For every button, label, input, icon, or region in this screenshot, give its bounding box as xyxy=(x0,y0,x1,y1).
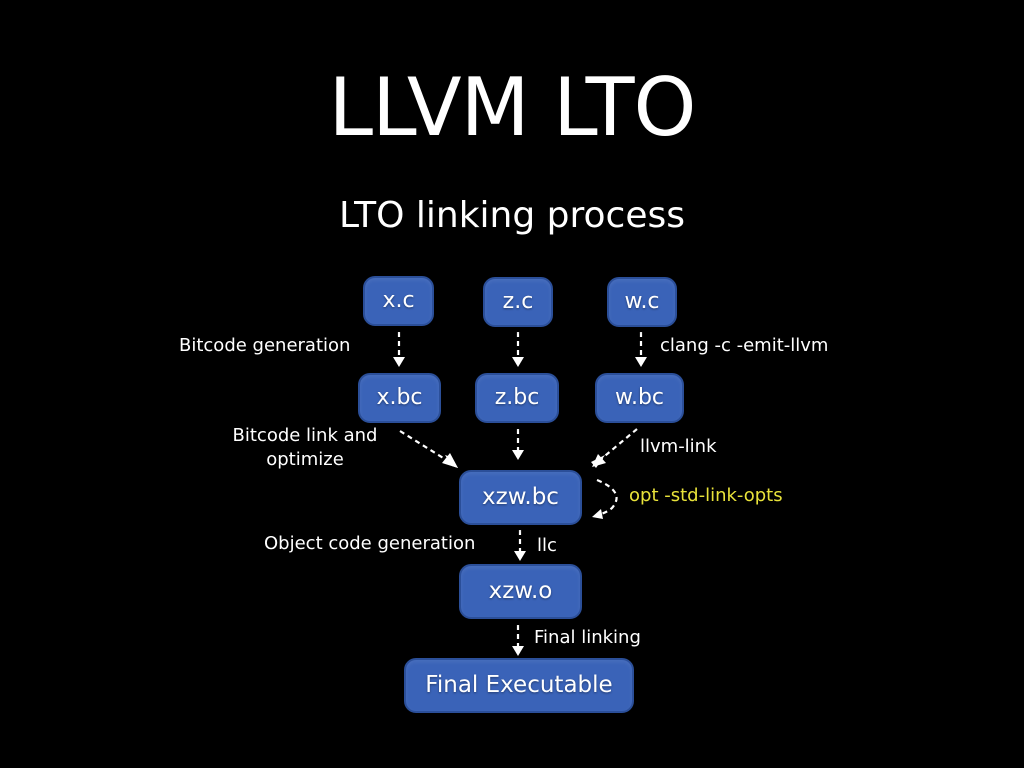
arrow-xzwbc-to-xzwo xyxy=(514,530,526,561)
slide-subtitle: LTO linking process xyxy=(339,195,685,236)
node-w-c: w.c xyxy=(607,277,677,327)
node-xzw-o: xzw.o xyxy=(459,564,582,619)
slide-title: LLVM LTO xyxy=(328,61,697,154)
arrow-xzwo-to-final xyxy=(512,625,524,656)
label-final-linking: Final linking xyxy=(534,627,641,648)
node-xzw-bc: xzw.bc xyxy=(459,470,582,525)
arrow-wc-to-wbc xyxy=(635,332,647,367)
arrow-zbc-to-xzwbc xyxy=(512,429,524,460)
node-z-c: z.c xyxy=(483,277,553,327)
arrow-wbc-to-xzwbc xyxy=(591,428,638,468)
arrow-xc-to-xbc xyxy=(393,332,405,367)
label-bitcode-link-optimize: Bitcode link and optimize xyxy=(222,424,388,473)
label-object-code-generation: Object code generation xyxy=(264,533,476,554)
arrow-opt-self-loop xyxy=(592,478,618,519)
node-x-bc: x.bc xyxy=(358,373,441,423)
label-llvm-link: llvm-link xyxy=(640,436,717,457)
node-x-c: x.c xyxy=(363,276,434,326)
label-bitcode-link-line2: optimize xyxy=(266,449,344,471)
node-z-bc: z.bc xyxy=(475,373,559,423)
arrow-zc-to-zbc xyxy=(512,332,524,367)
node-w-bc: w.bc xyxy=(595,373,684,423)
label-llc: llc xyxy=(537,535,557,556)
label-clang-command: clang -c -emit-llvm xyxy=(660,335,829,356)
label-bitcode-link-line1: Bitcode link and xyxy=(232,425,378,446)
node-final-executable: Final Executable xyxy=(404,658,634,713)
arrow-xbc-to-xzwbc xyxy=(399,430,458,468)
label-bitcode-generation: Bitcode generation xyxy=(179,335,351,356)
label-opt-command: opt -std-link-opts xyxy=(629,485,783,506)
